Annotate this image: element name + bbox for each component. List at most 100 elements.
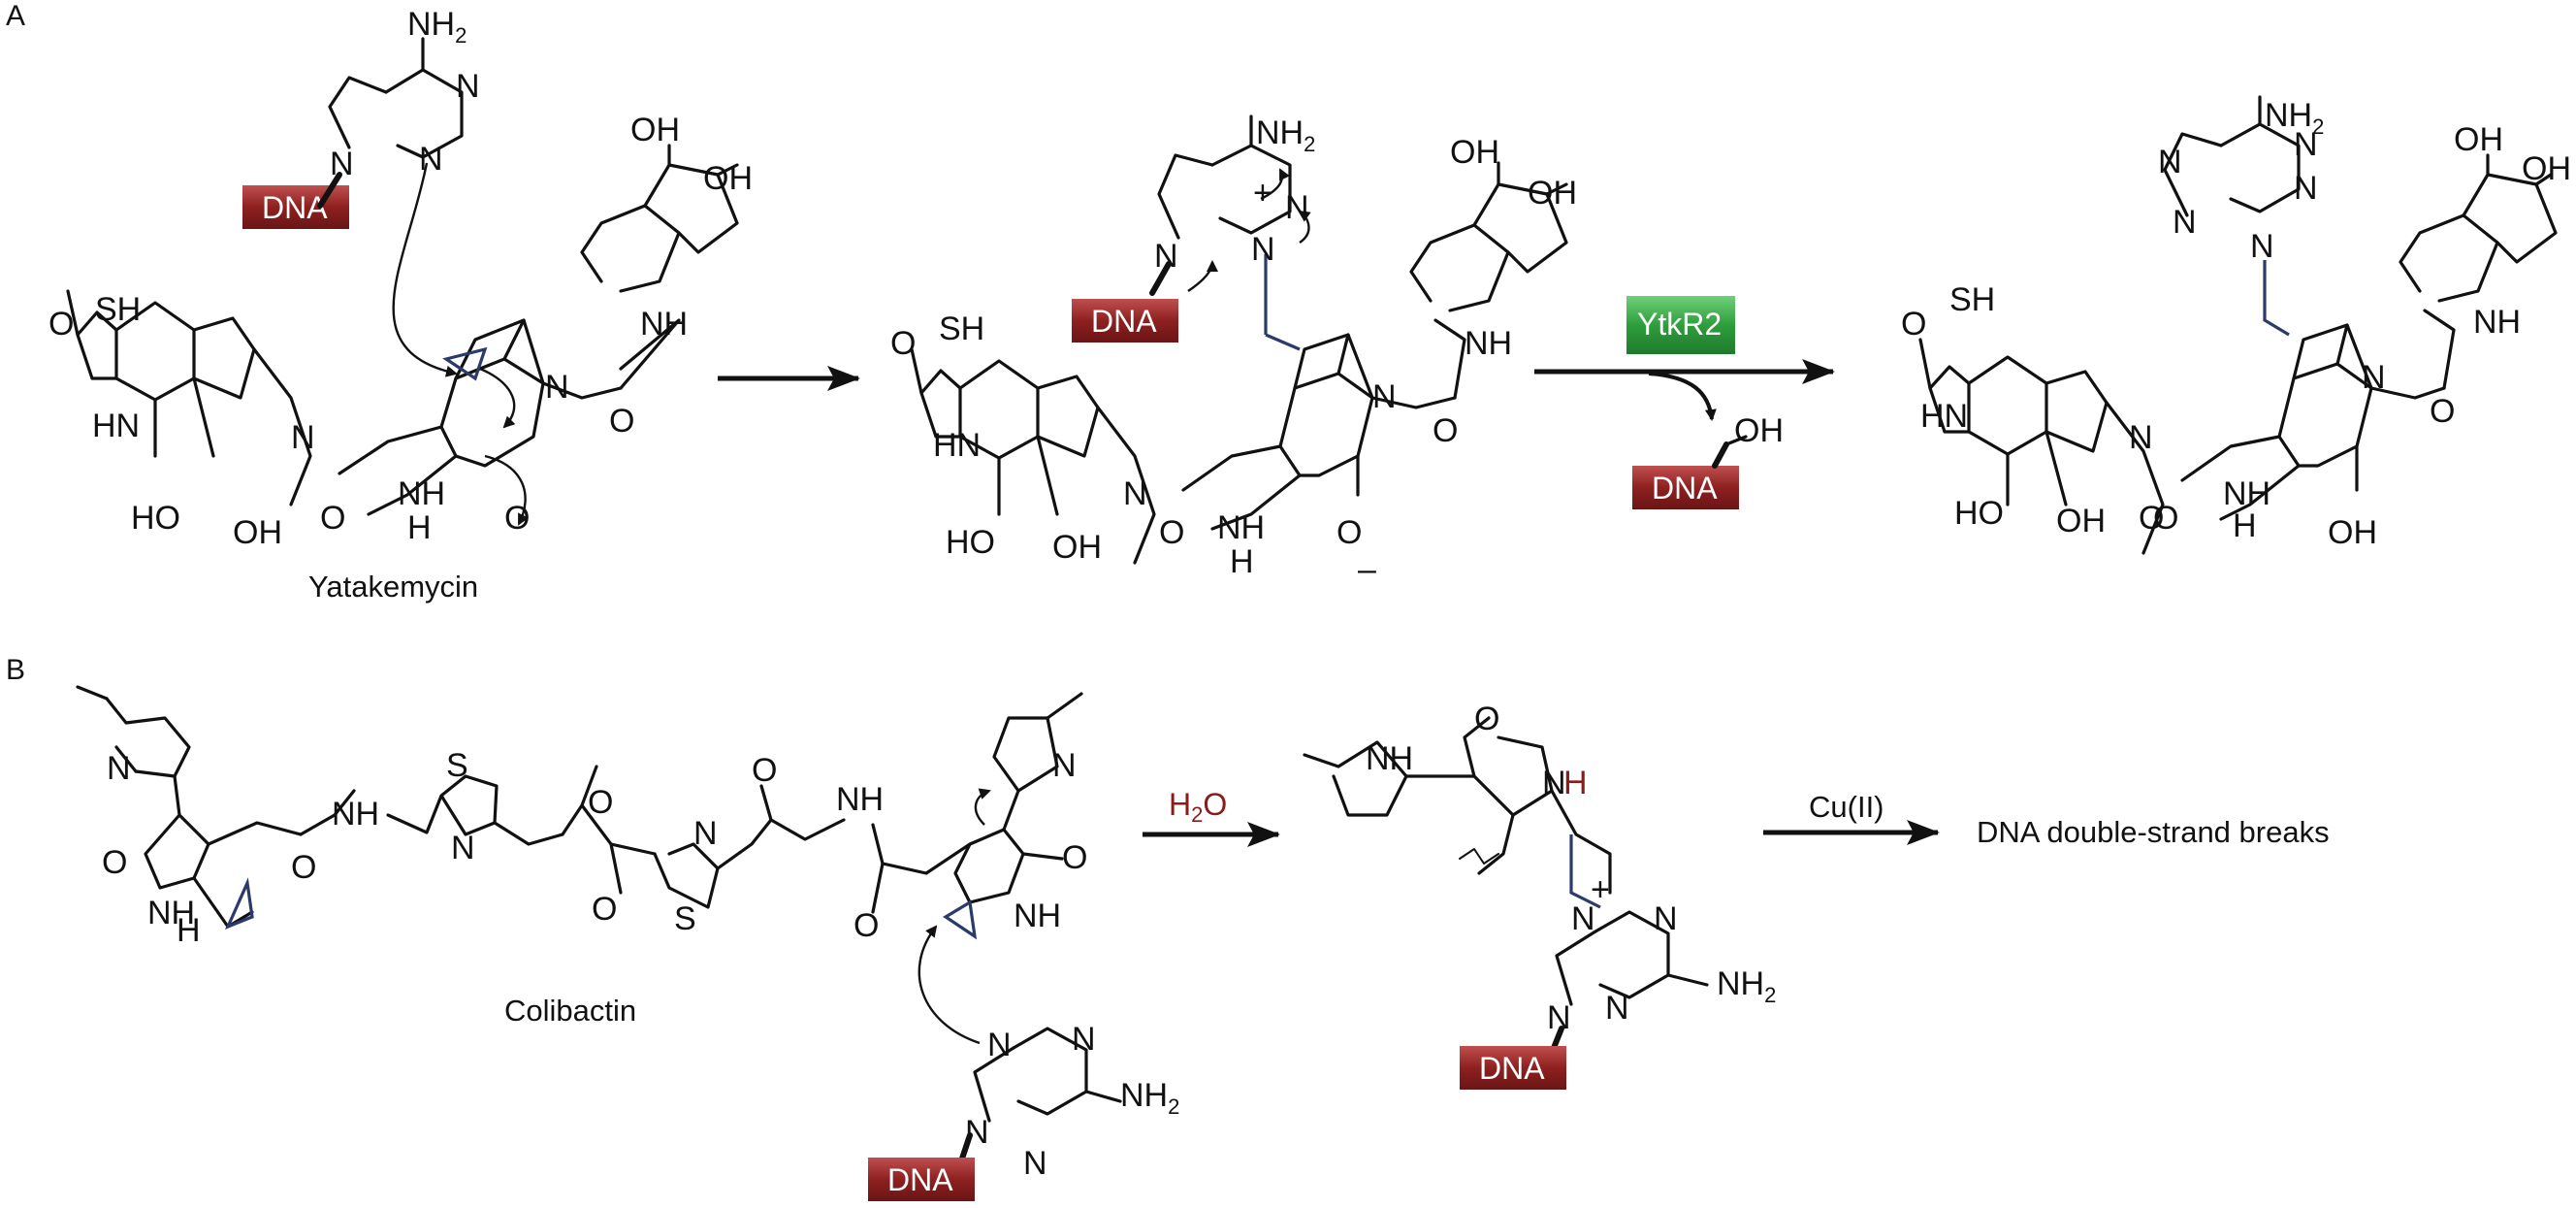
panel-label-b: B: [6, 654, 25, 686]
atom-oh: OH: [2328, 514, 2377, 551]
atom-n: N: [1372, 378, 1397, 415]
atom-nh2: NH2: [1717, 965, 1776, 1007]
atom-n: N: [1542, 765, 1566, 801]
adduct-intermediate: DNA NH2 N N + N SH O HN N HO OH O: [890, 114, 1577, 588]
atom-nh2: NH2: [1256, 114, 1315, 156]
atom-o: O: [102, 844, 127, 881]
atom-o: O: [2430, 393, 2455, 430]
atom-n: N: [2362, 359, 2386, 396]
atom-n: N: [693, 815, 718, 852]
atom-nh: NH: [2473, 304, 2521, 341]
atom-oh: OH: [2056, 503, 2106, 539]
atom-nh: NH: [1014, 898, 1061, 934]
label-dsb: DNA double-strand breaks: [1977, 815, 2330, 849]
atom-n: N: [2294, 126, 2318, 163]
atom-oh: OH: [1450, 134, 1499, 171]
atom-n: N: [2173, 204, 2197, 241]
colibactin-structure: N O NH H O NH S N O O S N O NH O O: [76, 685, 1087, 949]
atom-h: H: [1563, 765, 1588, 801]
atom-n: N: [107, 750, 131, 787]
atom-o: O: [588, 784, 613, 821]
atom-oh: OH: [630, 112, 680, 148]
enzyme-label: YtkR2: [1637, 307, 1722, 342]
atom-hn: HN: [1920, 398, 1968, 435]
atom-n: N: [1154, 238, 1178, 275]
enzyme-box: [1626, 296, 1735, 354]
atom-oh: OH: [703, 160, 753, 197]
atom-nh: NH: [398, 475, 445, 512]
atom-n: N: [1654, 900, 1678, 937]
atom-n: N: [451, 830, 475, 866]
atom-s: S: [446, 747, 468, 784]
atom-s: S: [674, 900, 696, 937]
atom-nh2: NH2: [1120, 1077, 1179, 1119]
dna-tag-box: [1632, 466, 1739, 509]
atom-minus: –: [1358, 551, 1376, 588]
atom-hn: HN: [92, 408, 140, 444]
atom-plus: +: [1253, 175, 1272, 212]
curved-arrow: [484, 454, 529, 526]
atom-n: N: [1285, 189, 1309, 226]
atom-n: N: [2250, 228, 2274, 265]
curved-arrow: [1298, 210, 1311, 244]
atom-o: O: [609, 403, 634, 440]
atom-n: N: [2158, 144, 2182, 180]
atom-nh: NH: [836, 781, 884, 818]
atom-n: N: [1571, 900, 1595, 937]
atom-n: N: [419, 141, 443, 178]
atom-o: O: [2139, 500, 2164, 537]
colibactin-adduct: NH O N H + N N N N NH2 DNA: [1303, 701, 1776, 1090]
adenine-dna-1: DNA NH2 N N N: [242, 6, 480, 229]
atom-n: N: [330, 146, 354, 182]
atom-n: N: [2129, 419, 2153, 456]
atom-nh: NH: [1217, 509, 1265, 546]
atom-nh: NH: [332, 796, 379, 833]
atom-n: N: [1251, 231, 1275, 268]
atom-o: O: [1474, 701, 1499, 737]
atom-n: N: [456, 68, 480, 105]
dna-tag-box: [868, 1158, 975, 1201]
curved-arrow: [479, 367, 516, 429]
hydrolysis-product: NH2 N N N N N SH O HN N HO OH O NH H O O…: [1901, 95, 2571, 555]
atom-o: O: [1062, 839, 1087, 876]
atom-o: O: [291, 849, 316, 886]
atom-n: N: [965, 1114, 989, 1151]
atom-h: H: [407, 509, 432, 546]
atom-nh: NH: [2223, 475, 2270, 512]
atom-n: N: [2294, 170, 2318, 207]
curved-arrow: [392, 162, 458, 377]
atom-nh2: NH2: [2265, 97, 2324, 139]
atom-sh: SH: [95, 291, 141, 328]
atom-plus: +: [1591, 871, 1610, 908]
atom-oh: OH: [1052, 529, 1102, 566]
release-arrow: [1648, 372, 1717, 421]
dna-tag-text: DNA: [887, 1162, 953, 1197]
dna-tag-text: DNA: [262, 190, 328, 225]
atom-n: N: [1072, 1021, 1096, 1058]
atom-ho: HO: [131, 500, 180, 537]
dna-tag-box: [1072, 299, 1178, 343]
atom-h: H: [2233, 507, 2257, 544]
atom-o: O: [752, 752, 777, 789]
water-label: H2O: [1169, 787, 1227, 827]
atom-n: N: [291, 419, 315, 456]
dna-tag-text: DNA: [1652, 471, 1718, 506]
atom-o: O: [1433, 412, 1458, 449]
label-colibactin: Colibactin: [504, 994, 636, 1028]
atom-nh: NH: [1465, 325, 1512, 362]
atom-oh: OH: [2522, 150, 2571, 187]
panel-label-a: A: [6, 0, 25, 32]
atom-n: N: [1052, 747, 1077, 784]
yatakemycin-structure: SH O HN N HO OH O NH H O N O NH OH OH: [48, 112, 753, 551]
atom-o: O: [320, 500, 345, 537]
atom-oh: OH: [1734, 412, 1784, 449]
atom-nh2: NH2: [407, 6, 467, 48]
adenine-dna-2: N N N N NH2 DNA: [868, 925, 1179, 1201]
atom-o: O: [2153, 500, 2178, 537]
atom-o: O: [1159, 514, 1184, 551]
curved-arrow: [1187, 260, 1218, 292]
atom-n: N: [1023, 1145, 1047, 1182]
atom-hn: HN: [933, 427, 981, 464]
dna-tag-box: [1460, 1046, 1566, 1090]
